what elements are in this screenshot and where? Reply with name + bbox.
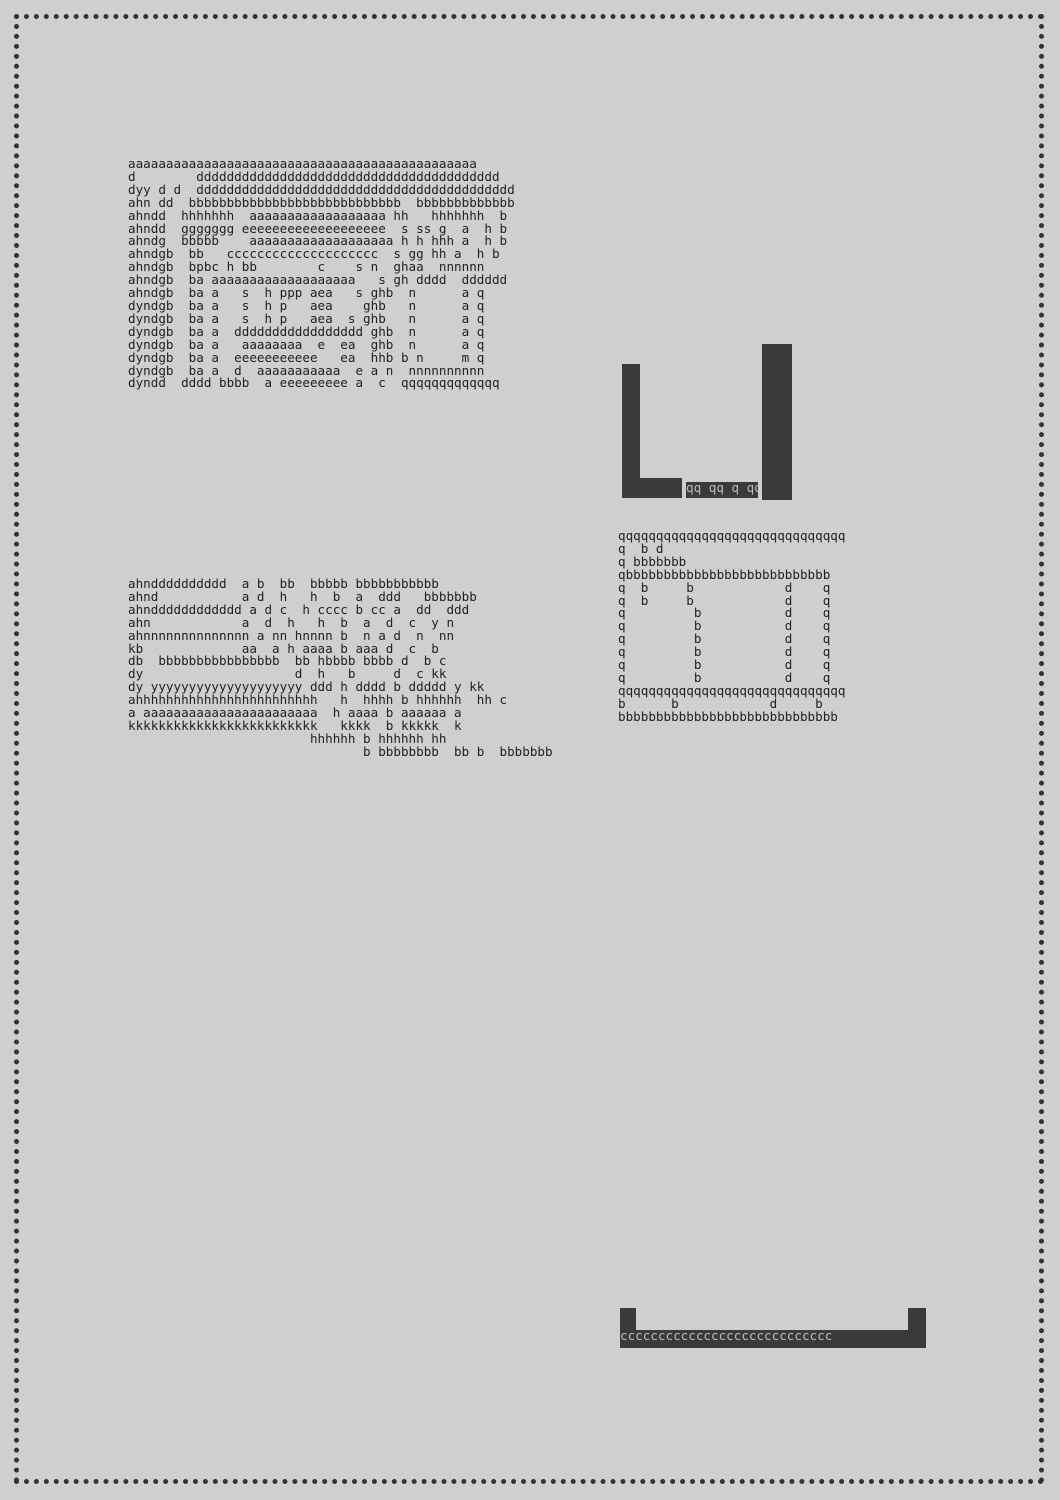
dotted-border-frame <box>14 14 1044 1484</box>
art-top-line: ahndgb ba aaaaaaaaaaaaaaaaaaa s gh dddd … <box>128 272 508 288</box>
art-left-line: ahndddddddddd a b bb bbbbb bbbbbbbbbbb <box>128 576 439 591</box>
dark-block-q-text: qq qq q qq qq q qq qq q qq <box>686 482 758 495</box>
art-left-line: db bbbbbbbbbbbbbbbb bb hbbbb bbbb d b c <box>128 653 447 669</box>
art-right-line: q b d q <box>618 618 831 634</box>
art-left-line: ahnd a d h h b a ddd bbbbbbb <box>128 588 477 604</box>
art-left-line: kkkkkkkkkkkkkkkkkkkkkkkkk kkkk b kkkkk k <box>128 717 462 733</box>
dark-block-bottom-strip: cccccccccccccccccccccccccccc <box>620 1330 926 1348</box>
dark-block-right-vertical <box>762 344 792 500</box>
art-left-line: ahhhhhhhhhhhhhhhhhhhhhhhh h hhhh b hhhhh… <box>128 692 508 708</box>
dark-block-bottom-bar <box>622 478 682 498</box>
dark-block-label: qq qq q qq qq q qq qq q qq <box>686 482 758 498</box>
art-top-line: dyndgb ba a aaaaaaaa e ea ghb n a q <box>128 336 485 352</box>
art-top-line: dyndgb ba a d aaaaaaaaaaa e a n nnnnnnnn… <box>128 362 485 378</box>
art-right-line: q b d q <box>618 657 831 673</box>
art-top-line: ahndd ggggggg eeeeeeeeeeeeeeeeeee s ss g… <box>128 220 508 236</box>
art-top-line: ahndgb bpbc h bb c s n ghaa nnnnnn <box>128 259 485 275</box>
art-left-line: hhhhhh b hhhhhh hh <box>128 730 447 746</box>
art-top-line: ahndd hhhhhhh aaaaaaaaaaaaaaaaaa hh hhhh… <box>128 207 508 223</box>
art-left-line: ahndddddddddddd a d c h cccc b cc a dd d… <box>128 601 470 617</box>
art-right-line: q b d <box>618 540 664 556</box>
art-right-line: q b d q <box>618 669 831 685</box>
art-left-line: dy yyyyyyyyyyyyyyyyyyyy ddd h dddd b ddd… <box>128 679 485 695</box>
art-left-line: kb aa a h aaaa b aaa d c b <box>128 640 439 656</box>
art-top-line: aaaaaaaaaaaaaaaaaaaaaaaaaaaaaaaaaaaaaaaa… <box>128 156 477 171</box>
art-top-line: dyndgb ba a s h p aea ghb n a q <box>128 297 485 313</box>
ascii-art-top-block: aaaaaaaaaaaaaaaaaaaaaaaaaaaaaaaaaaaaaaaa… <box>128 156 515 391</box>
art-left-line: ahnnnnnnnnnnnnnn a nn hnnnn b n a d n nn <box>128 627 455 643</box>
art-top-line: dyndgb ba a s h p aea s ghb n a q <box>128 310 485 326</box>
art-top-line: ahndgb ba a s h ppp aea s ghb n a q <box>128 285 485 301</box>
art-right-line: qqqqqqqqqqqqqqqqqqqqqqqqqqqqqq <box>618 528 846 543</box>
art-left-line: ahn a d h h b a d c y n <box>128 614 455 630</box>
art-right-line: q b b d q <box>618 592 831 608</box>
art-left-line: a aaaaaaaaaaaaaaaaaaaaaaa h aaaa b aaaaa… <box>128 705 462 721</box>
art-top-line: ahndgb bb cccccccccccccccccccc s gg hh a… <box>128 246 500 262</box>
art-right-line: bbbbbbbbbbbbbbbbbbbbbbbbbbbbb <box>618 708 838 724</box>
art-top-line: d dddddddddddddddddddddddddddddddddddddd… <box>128 168 500 184</box>
art-top-line: dyndd dddd bbbb a eeeeeeeee a c qqqqqqqq… <box>128 375 500 391</box>
dark-block-left-vertical <box>622 364 640 498</box>
art-right-line: qbbbbbbbbbbbbbbbbbbbbbbbbbbb <box>618 566 831 582</box>
dark-block-c-text: cccccccccccccccccccccccccccc <box>620 1330 833 1343</box>
art-left-line: b bbbbbbbb bb b bbbbbbb <box>128 743 553 759</box>
art-right-line: qqqqqqqqqqqqqqqqqqqqqqqqqqqqqq <box>618 682 846 698</box>
art-top-line: dyndgb ba a eeeeeeeeeee ea hhb b n m q <box>128 349 485 365</box>
art-right-line: q b d q <box>618 644 831 660</box>
art-right-line: q b d q <box>618 605 831 621</box>
art-right-line: q bbbbbbb <box>618 553 687 569</box>
art-right-line: q b d q <box>618 631 831 647</box>
art-left-line: dy d h b d c kk <box>128 666 447 682</box>
art-top-line: dyy d d dddddddddddddddddddddddddddddddd… <box>128 181 515 197</box>
art-top-line: ahndg bbbbb aaaaaaaaaaaaaaaaaaa h h hhh … <box>128 233 508 249</box>
art-right-line: q b b d q <box>618 579 831 595</box>
art-top-line: dyndgb ba a ddddddddddddddddd ghb n a q <box>128 323 485 339</box>
art-right-line: b b d b <box>618 695 823 711</box>
art-top-line: ahn dd bbbbbbbbbbbbbbbbbbbbbbbbbbbb bbbb… <box>128 194 515 210</box>
